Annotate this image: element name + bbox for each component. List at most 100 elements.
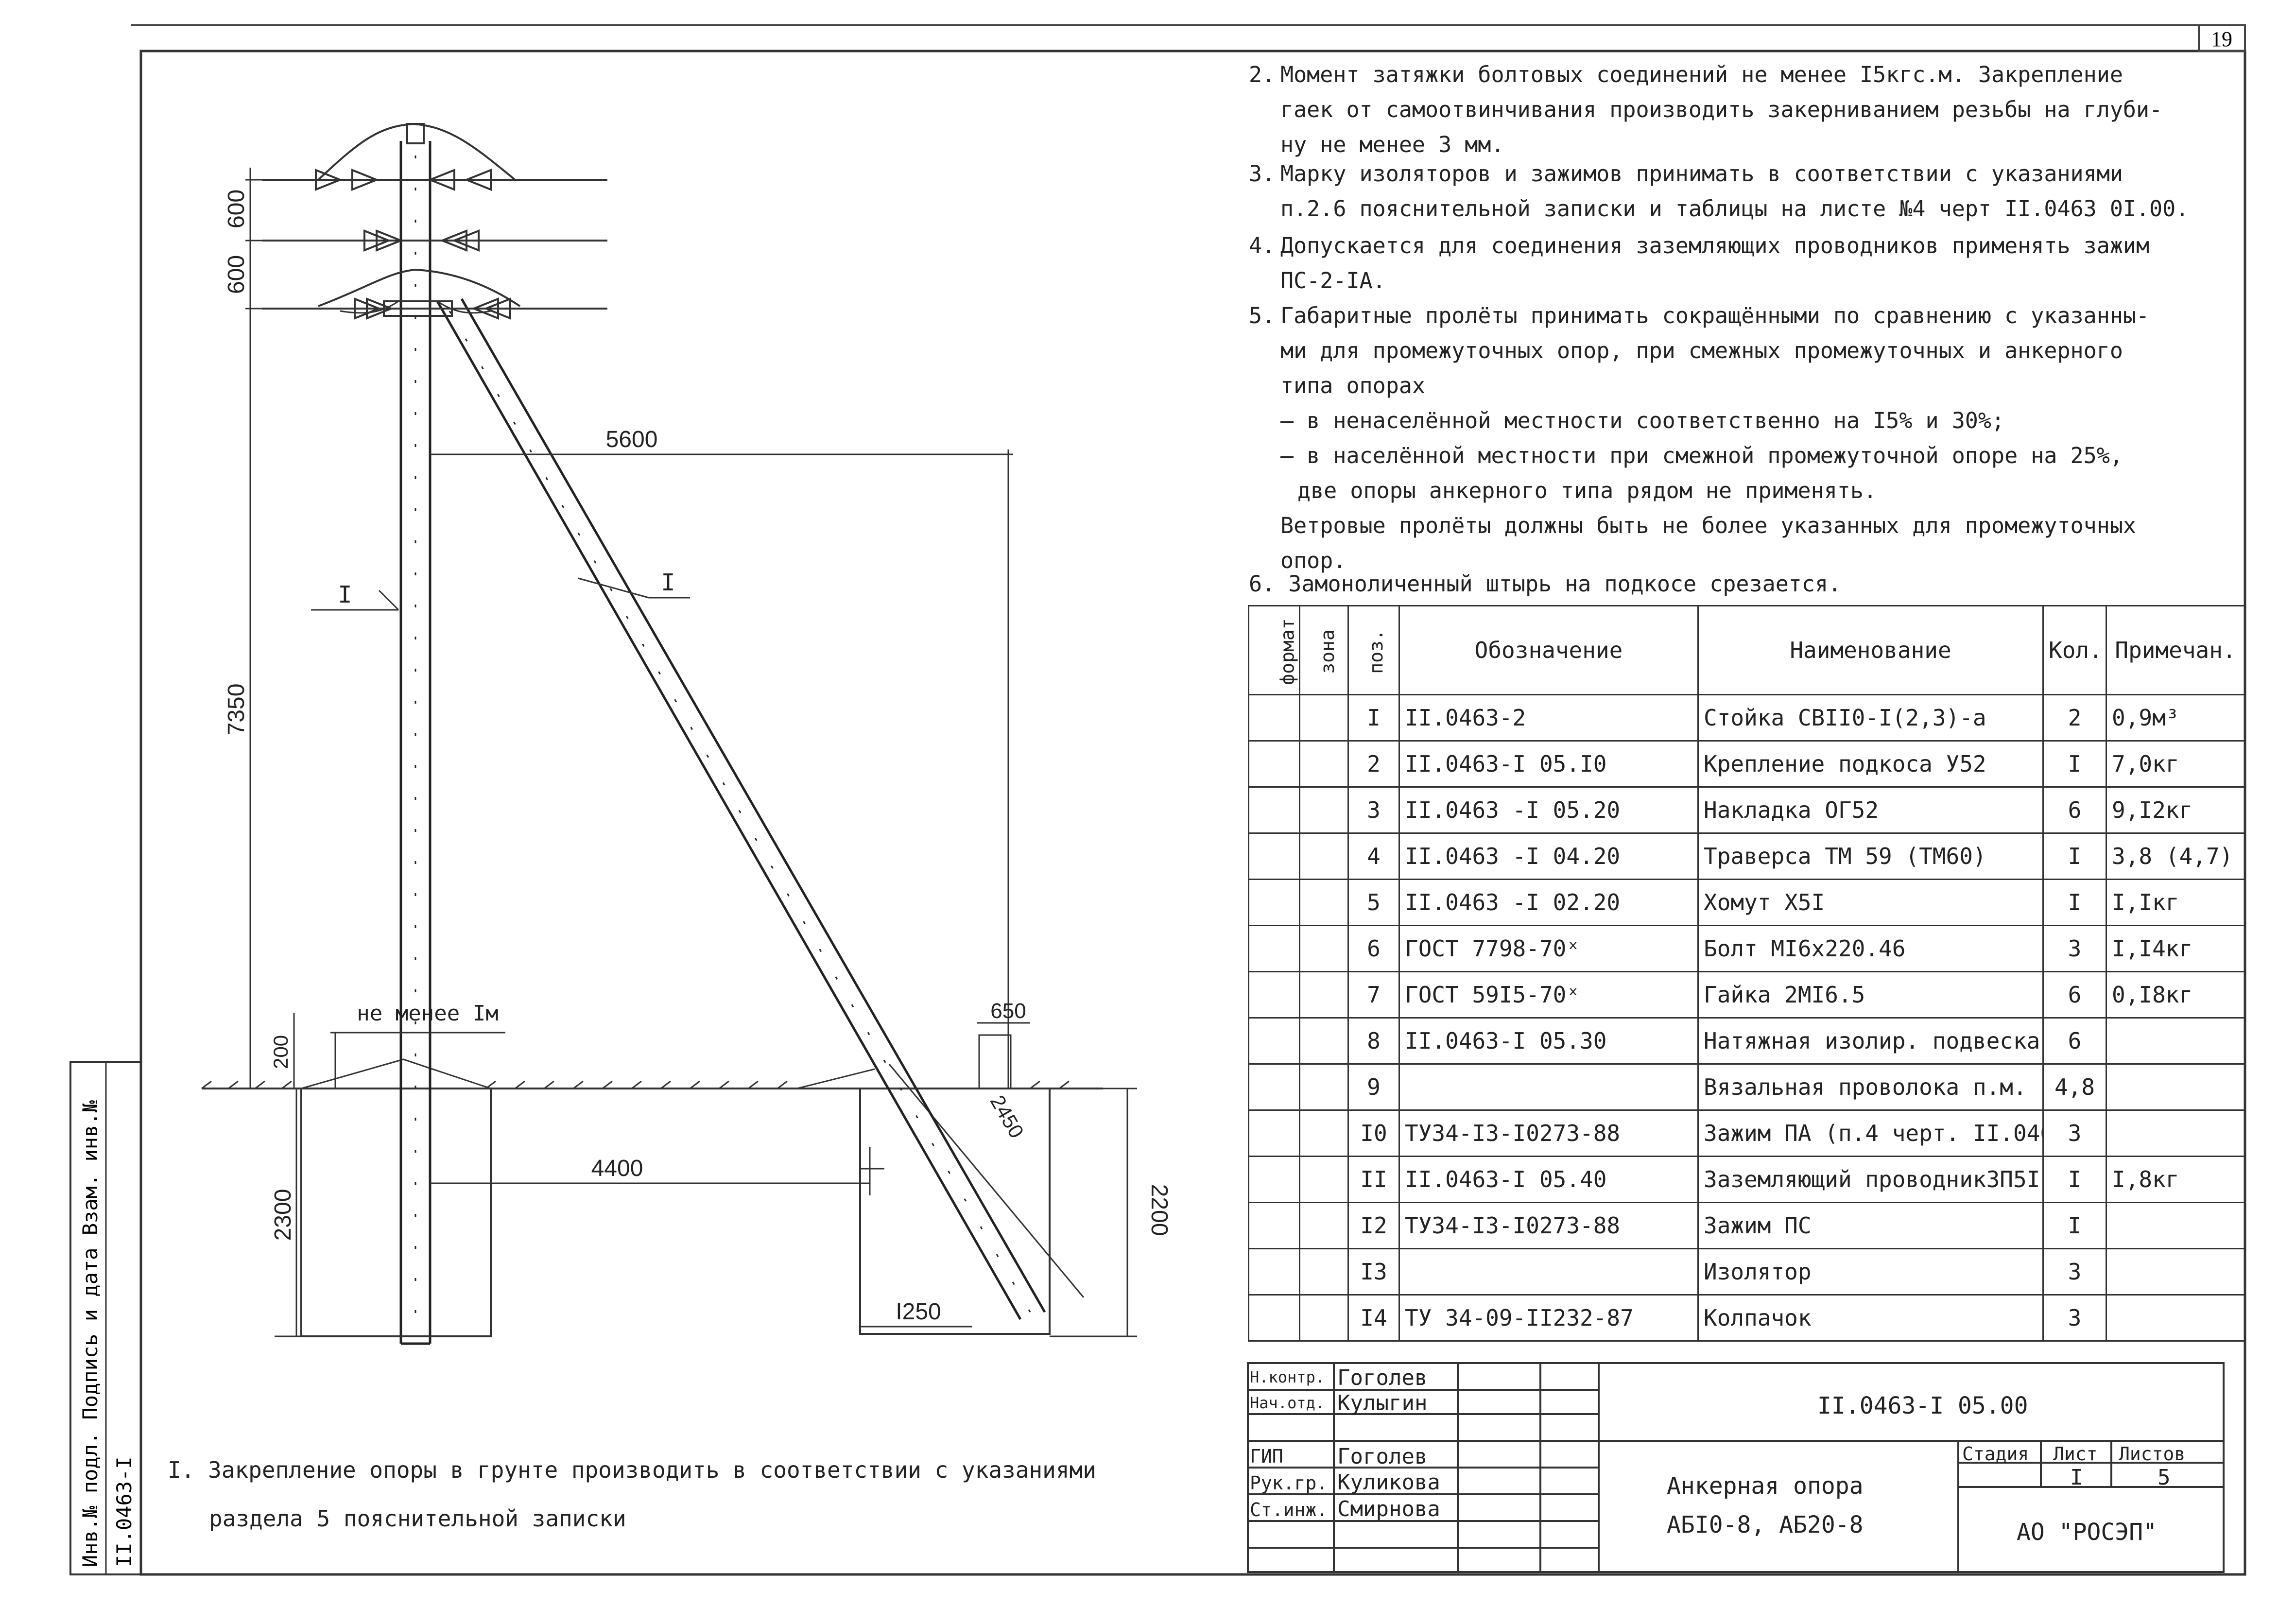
svg-text:не менее Iм: не менее Iм (357, 1001, 498, 1026)
tb-name-3: Куликова (1337, 1470, 1440, 1495)
crossarm-assembly (262, 122, 607, 320)
drawing-title-1: Анкерная опора (1667, 1472, 1864, 1500)
note-5: 5.Габаритные пролёты принимать сокращённ… (1249, 303, 2150, 573)
stage-label: Стадия (1962, 1443, 2029, 1465)
sheets-label: Листов (2119, 1443, 2186, 1465)
cell-pos: 9 (1347, 1063, 1400, 1111)
cell-name: Хомут Х5I (1697, 879, 2044, 926)
cell-format (1248, 786, 1300, 834)
cell-pos: 6 (1347, 925, 1400, 972)
drawing-title-2: АБI0-8, АБ20-8 (1667, 1511, 1864, 1538)
cell-designation: ТУ34-I3-I0273-88 (1398, 1202, 1699, 1249)
cell-name: Стойка СВII0-I(2,3)-а (1697, 694, 2044, 742)
cell-qty: I (2042, 740, 2107, 788)
cell-note (2106, 1294, 2245, 1342)
note-1: I. Закрепление опоры в грунте производит… (168, 1457, 1096, 1532)
col-zone: зона (1299, 605, 1349, 695)
cell-pos: I (1347, 694, 1400, 742)
cell-pos: II (1347, 1156, 1400, 1203)
cell-format (1248, 832, 1300, 880)
cell-designation: II.0463 -I 04.20 (1398, 832, 1699, 880)
cell-designation: II.0463-I 05.30 (1398, 1017, 1699, 1065)
cell-qty: 3 (2042, 1248, 2107, 1296)
tb-name-4: Смирнова (1337, 1497, 1440, 1521)
col-name: Наименование (1697, 605, 2044, 695)
svg-text:II.0463-I: II.0463-I (112, 1456, 136, 1567)
cell-pos: 4 (1347, 832, 1400, 880)
svg-text:5600: 5600 (606, 427, 658, 452)
cell-note: 0,I8кг (2106, 971, 2245, 1019)
cell-note (2106, 1248, 2245, 1296)
pole (399, 141, 432, 1345)
cell-name: Вязальная проволока п.м. (1697, 1063, 2044, 1111)
tb-name-0: Гоголев (1337, 1365, 1428, 1390)
cell-qty: 3 (2042, 1109, 2107, 1157)
cell-zone (1299, 1294, 1349, 1342)
cell-zone (1299, 1109, 1349, 1157)
title-block-frame (1247, 1362, 2225, 1573)
cell-pos: I0 (1347, 1109, 1400, 1157)
cell-qty: I (2042, 879, 2107, 926)
cell-zone (1299, 1017, 1349, 1065)
sheet-label: Лист (2053, 1443, 2098, 1465)
cell-designation (1398, 1063, 1699, 1111)
strut (436, 298, 1046, 1320)
cell-note: I,8кг (2106, 1156, 2245, 1203)
cell-name: Колпачок (1697, 1294, 2044, 1342)
note-6: 6. Замоноличенный штырь на подкосе среза… (1249, 571, 1842, 597)
tb-role-4: Ст.инж. (1250, 1499, 1328, 1521)
note-2: 2.Момент затяжки болтовых соединений не … (1249, 62, 2163, 157)
cell-pos: I2 (1347, 1202, 1400, 1249)
cell-format (1248, 1156, 1300, 1203)
cell-format (1248, 879, 1300, 926)
tb-role-3: Рук.гр. (1250, 1472, 1328, 1494)
cell-pos: 7 (1347, 971, 1400, 1019)
cell-qty: I (2042, 1202, 2107, 1249)
tb-name-2: Гоголев (1337, 1444, 1428, 1469)
page-number: 19 (2211, 27, 2232, 51)
spec-header-row: формат зона поз. Обозначение Наименовани… (1248, 605, 2245, 695)
cell-designation: ГОСТ 59I5-70ˣ (1398, 971, 1699, 1019)
cell-name: Зажим ПА (п.4 черт. II.0463 0I.00) (1697, 1109, 2044, 1157)
svg-text:I: I (338, 581, 352, 608)
cell-note (2106, 1202, 2245, 1249)
cell-zone (1299, 1202, 1349, 1249)
cell-qty: 3 (2042, 925, 2107, 972)
svg-text:200: 200 (269, 1035, 292, 1069)
cell-designation (1398, 1248, 1699, 1296)
cell-format (1248, 1202, 1300, 1249)
svg-text:Инв.№ подл. Подпись и дата Вза: Инв.№ подл. Подпись и дата Взам. инв.№ (78, 1100, 102, 1567)
cell-name: Натяжная изолир. подвеска (1697, 1017, 2044, 1065)
cell-zone (1299, 832, 1349, 880)
pole-pit (300, 1089, 492, 1337)
cell-format (1248, 1248, 1300, 1296)
cell-note: I,Iкг (2106, 879, 2245, 926)
cell-zone (1299, 1156, 1349, 1203)
cell-designation: II.0463-I 05.I0 (1398, 740, 1699, 788)
cell-note (2106, 1063, 2245, 1111)
cell-zone (1299, 740, 1349, 788)
cell-qty: 2 (2042, 694, 2107, 742)
svg-text:600: 600 (224, 190, 249, 228)
cell-format (1248, 740, 1300, 788)
svg-text:2450: 2450 (986, 1091, 1028, 1142)
col-designation: Обозначение (1398, 605, 1699, 695)
cell-designation: ГОСТ 7798-70ˣ (1398, 925, 1699, 972)
tb-role-1: Нач.отд. (1250, 1394, 1325, 1412)
svg-text:I250: I250 (896, 1299, 941, 1325)
cell-name: Траверса ТМ 59 (ТМ60) (1697, 832, 2044, 880)
tb-role-2: ГИП (1250, 1446, 1283, 1467)
svg-text:4400: 4400 (591, 1156, 643, 1181)
col-qty: Кол. (2042, 605, 2107, 695)
sheets-value: 5 (2158, 1465, 2171, 1490)
cell-designation: ТУ34-I3-I0273-88 (1398, 1109, 1699, 1157)
